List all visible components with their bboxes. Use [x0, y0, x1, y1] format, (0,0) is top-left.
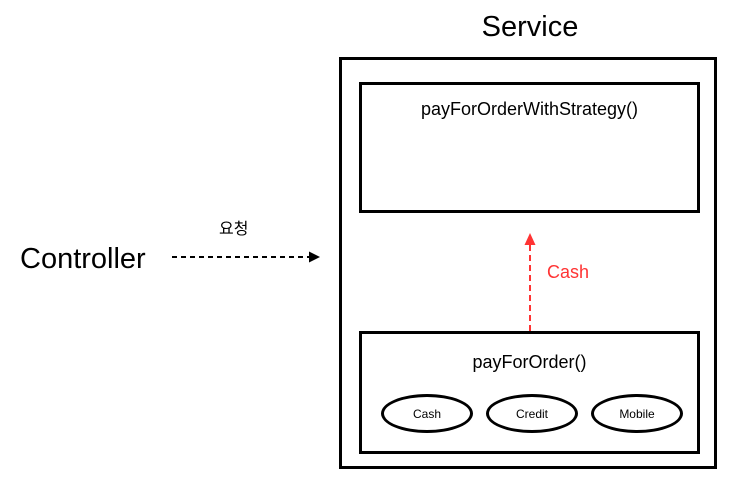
payment-type-credit: Credit	[486, 394, 578, 433]
payment-type-cash: Cash	[381, 394, 473, 433]
service-container	[339, 57, 717, 469]
strategy-method-label: payForOrderWithStrategy()	[420, 99, 639, 119]
service-title: Service	[481, 11, 579, 43]
request-arrow-label: 요청	[219, 221, 249, 238]
order-method-box: payForOrder() Cash Credit Mobile	[359, 331, 700, 454]
strategy-method-box: payForOrderWithStrategy()	[359, 82, 700, 213]
payment-type-mobile: Mobile	[591, 394, 683, 433]
request-arrow	[172, 251, 320, 263]
controller-label: Controller	[20, 243, 146, 275]
order-method-label: payForOrder()	[472, 352, 587, 372]
cash-arrow-label: Cash	[547, 262, 590, 282]
